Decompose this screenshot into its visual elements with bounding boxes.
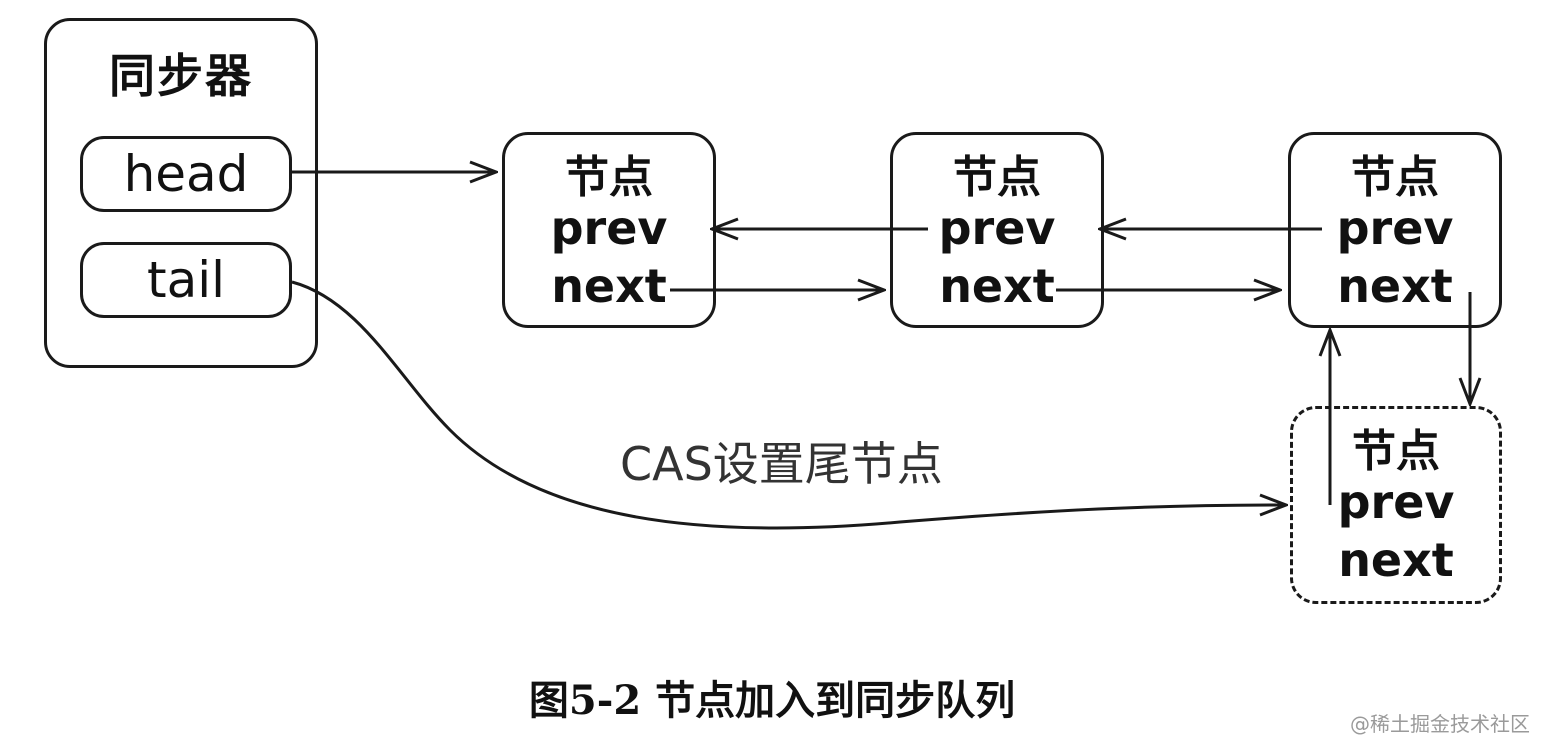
- edge-tail-cas: [291, 280, 1286, 530]
- node-title: 节点: [1351, 152, 1439, 203]
- node-title: 节点: [565, 152, 653, 203]
- synchronizer-box: [44, 18, 318, 368]
- node-prev-field: prev: [1336, 201, 1454, 255]
- head-field: head: [80, 136, 292, 212]
- node-prev-field: prev: [938, 201, 1056, 255]
- node-title: 节点: [1352, 426, 1440, 477]
- node-title: 节点: [953, 152, 1041, 203]
- node-next-field: next: [939, 259, 1055, 313]
- node-next-field: next: [1338, 533, 1454, 587]
- cas-edge-label: CAS设置尾节点: [620, 437, 943, 491]
- node-new-dashed: 节点 prev next: [1290, 406, 1502, 604]
- node-2: 节点 prev next: [890, 132, 1104, 328]
- node-next-field: next: [551, 259, 667, 313]
- node-1: 节点 prev next: [502, 132, 716, 328]
- synchronizer-title: 同步器: [109, 49, 253, 103]
- watermark: @稀土掘金技术社区: [1350, 712, 1530, 736]
- node-prev-field: prev: [1337, 475, 1455, 529]
- tail-field: tail: [80, 242, 292, 318]
- node-3: 节点 prev next: [1288, 132, 1502, 328]
- node-next-field: next: [1337, 259, 1453, 313]
- figure-caption: 图5-2 节点加入到同步队列: [528, 677, 1016, 724]
- node-prev-field: prev: [550, 201, 668, 255]
